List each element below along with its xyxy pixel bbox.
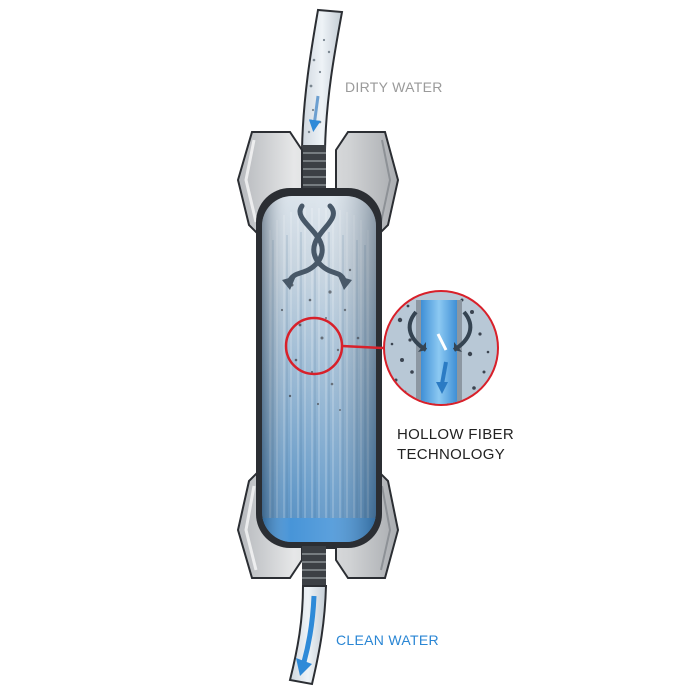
outlet-tube-icon [288, 585, 328, 686]
technology-label-line2: TECHNOLOGY [397, 446, 506, 463]
dirty-water-label: DIRTY WATER [345, 79, 443, 95]
bottom-connector [302, 546, 326, 588]
inlet-tube-icon [300, 8, 344, 151]
top-connector [302, 145, 326, 191]
clean-water-label: CLEAN WATER [336, 632, 439, 648]
callout-connector-line [341, 344, 384, 350]
magnified-fiber-icon [383, 290, 499, 406]
technology-label-line1: HOLLOW FIBER [397, 426, 514, 443]
filter-cartridge-icon [256, 188, 382, 548]
hollow-fiber-technology-label: HOLLOW FIBER TECHNOLOGY [397, 425, 514, 465]
